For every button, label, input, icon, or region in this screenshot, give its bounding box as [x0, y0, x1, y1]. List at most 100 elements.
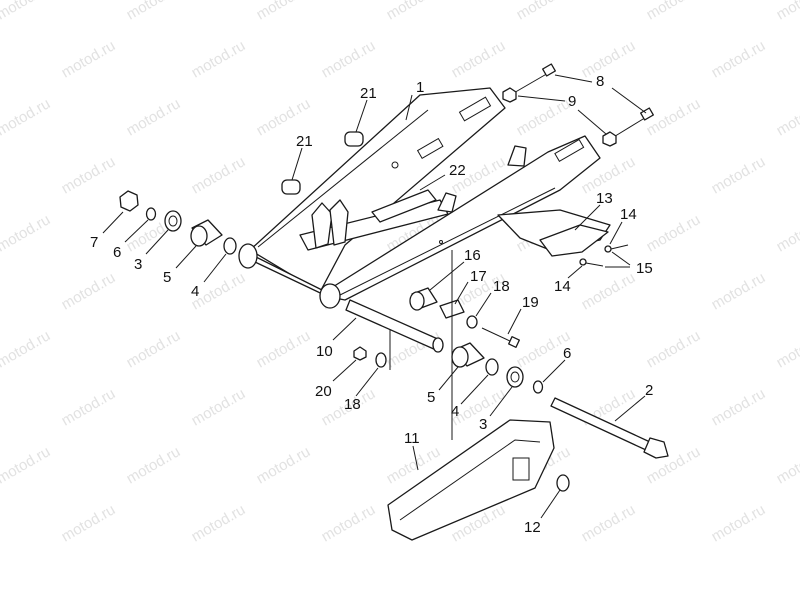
watermark-text: motod.ru [124, 95, 184, 139]
pivot-hardware-left [119, 190, 237, 255]
watermark-text: motod.ru [319, 37, 379, 81]
watermark-text: motod.ru [774, 0, 800, 23]
leader-20 [332, 359, 357, 382]
watermark-text: motod.ru [709, 501, 769, 545]
callout-13: 13 [596, 190, 613, 207]
clamp-upper [344, 131, 364, 147]
leader-4a [203, 253, 227, 283]
washer-18-lower [375, 352, 387, 368]
watermark-text: motod.ru [59, 153, 119, 197]
bushing-5-right-end [451, 346, 469, 368]
watermark-text: motod.ru [709, 385, 769, 429]
watermark-text: motod.ru [709, 153, 769, 197]
swingarm [238, 87, 601, 309]
leader-4b [460, 374, 489, 405]
watermark-text: motod.ru [254, 0, 314, 23]
leader-9b [577, 109, 607, 135]
leader-lines [102, 74, 647, 519]
callout-16: 16 [464, 247, 481, 264]
bolt-15-upper [610, 244, 629, 250]
swingarm-left-arm-edge [257, 109, 429, 248]
bearing-3-left [164, 210, 182, 232]
leader-9a [517, 95, 566, 102]
leader-16 [429, 261, 465, 291]
watermark-text: motod.ru [0, 443, 53, 487]
watermark-text: motod.ru [254, 327, 314, 371]
leader-3a [145, 229, 169, 255]
callout-4-left: 4 [191, 283, 199, 300]
bearing-3-right [506, 366, 524, 388]
watermark-text: motod.ru [0, 95, 53, 139]
swingarm-left-slot [458, 96, 492, 122]
leader-15a [611, 251, 631, 266]
leader-5b [438, 366, 459, 391]
washer-12 [556, 474, 570, 492]
watermark-text: motod.ru [579, 501, 639, 545]
clamp-upper-body [344, 131, 364, 147]
chain-guard-bracket [497, 209, 629, 267]
callout-labels: 1 21 21 22 8 9 13 14 15 14 7 6 3 5 4 16 … [90, 73, 653, 536]
leader-21b [291, 147, 303, 181]
leader-10 [332, 317, 357, 341]
swingarm-right-arm [319, 135, 601, 301]
leader-18b [355, 367, 379, 397]
arm-tab-2 [437, 192, 457, 213]
bolt-19-head [508, 336, 520, 348]
watermark-text: motod.ru [124, 0, 184, 23]
watermark-text: motod.ru [579, 37, 639, 81]
bolt-8-lower [602, 107, 654, 147]
leader-6b [542, 359, 566, 383]
leader-21a [355, 99, 368, 133]
ring-4-right [485, 358, 499, 376]
pivot-bolt-2 [550, 397, 669, 459]
pivot-tube-left-end [238, 243, 258, 269]
watermark-text: motod.ru [124, 327, 184, 371]
callout-14-upper: 14 [620, 206, 637, 223]
pivot-bolt-head [643, 437, 669, 459]
watermark-text: motod.ru [189, 501, 249, 545]
watermark-text: motod.ru [0, 327, 53, 371]
watermark-text: motod.ru [449, 37, 509, 81]
washer-14-lower [579, 258, 587, 266]
shock-mount-tab-left [311, 202, 333, 249]
callout-3-right: 3 [479, 416, 487, 433]
watermark-text: motod.ru [774, 327, 800, 371]
chain-slider-window [512, 457, 530, 481]
callout-20: 20 [315, 383, 332, 400]
nut-7 [119, 190, 139, 212]
bushing-16-end [409, 291, 425, 311]
leader-7 [102, 211, 124, 234]
watermark-text: motod.ru [59, 37, 119, 81]
callout-5-left: 5 [163, 269, 171, 286]
callout-22: 22 [449, 162, 466, 179]
callout-21-upper: 21 [360, 85, 377, 102]
leader-14b [567, 265, 583, 279]
leader-3b [489, 386, 513, 417]
callout-17: 17 [470, 268, 487, 285]
leader-13 [574, 204, 601, 231]
callout-3-left: 3 [134, 256, 142, 273]
clamp-lower [281, 179, 301, 195]
leader-18a [475, 292, 492, 317]
leader-6a [124, 219, 149, 243]
shock-mount-tab-right [329, 199, 349, 246]
callout-4-right: 4 [451, 403, 459, 420]
leader-14a [609, 221, 623, 245]
watermark-text: motod.ru [644, 327, 704, 371]
arm-tab [507, 145, 527, 167]
bolt-8-upper-head [542, 63, 556, 77]
chain-slider [387, 419, 570, 541]
ring-4-left [223, 237, 237, 255]
leader-8a [554, 74, 593, 83]
leader-22 [419, 174, 446, 191]
bolt-8-lower-head [640, 107, 654, 121]
watermark-text: motod.ru [644, 95, 704, 139]
bushing-5-left-end [190, 225, 208, 247]
watermark-text: motod.ru [644, 211, 704, 255]
callout-14-lower: 14 [554, 278, 571, 295]
callout-21-lower: 21 [296, 133, 313, 150]
clamp-lower-body [281, 179, 301, 195]
watermark-text: motod.ru [579, 269, 639, 313]
washer-18-upper [466, 315, 478, 329]
